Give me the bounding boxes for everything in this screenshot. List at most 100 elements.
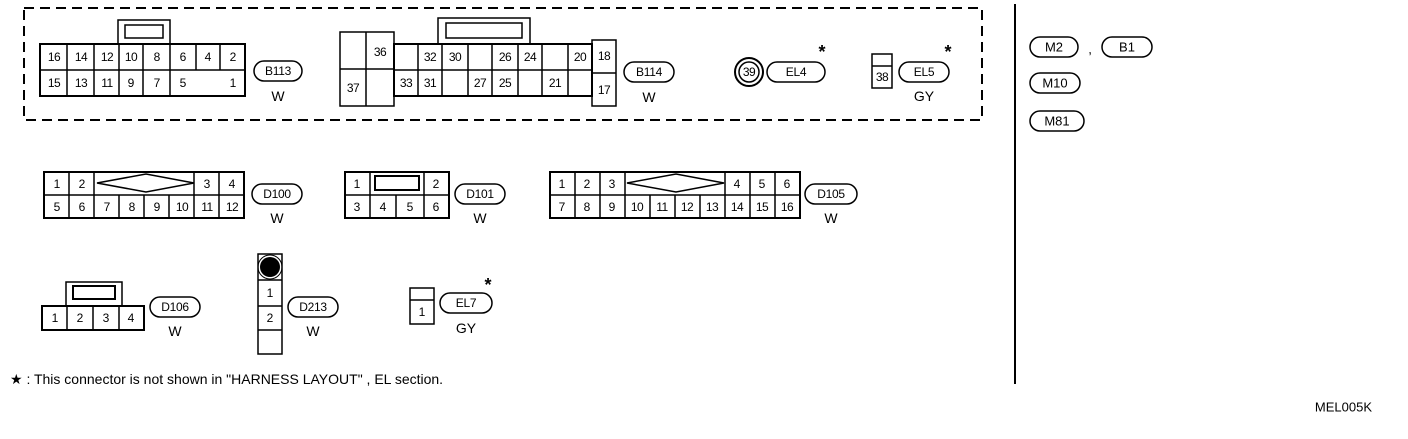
d213-pin: 2 xyxy=(267,311,274,325)
d105-pin: 13 xyxy=(706,200,719,214)
d100-pin: 11 xyxy=(201,200,213,214)
b113-pin: 7 xyxy=(154,76,161,90)
d101-pin: 3 xyxy=(354,200,361,214)
b114-pin: 36 xyxy=(374,45,387,59)
d105-pin: 2 xyxy=(584,177,591,191)
b113-color: W xyxy=(271,88,285,104)
b113-id: B113 xyxy=(265,64,292,78)
d100-pin: 9 xyxy=(154,200,161,214)
b113-pin: 4 xyxy=(205,50,212,64)
connector-el4 xyxy=(734,57,826,87)
d213-pin: 1 xyxy=(267,286,274,300)
d105-pin: 3 xyxy=(609,177,616,191)
d106-pin: 4 xyxy=(128,311,135,325)
b113-pin: 16 xyxy=(48,50,61,64)
ref-label: M10 xyxy=(1042,76,1067,91)
b114-pin: 18 xyxy=(598,49,611,63)
connector-d105 xyxy=(549,171,858,219)
d106-color: W xyxy=(168,323,182,339)
d106-id: D106 xyxy=(161,300,189,314)
b114-pin: 31 xyxy=(424,76,437,90)
b114-color: W xyxy=(642,89,656,105)
b113-pin: 6 xyxy=(180,50,187,64)
d105-pin: 8 xyxy=(584,200,591,214)
footnote: ★ : This connector is not shown in "HARN… xyxy=(10,371,443,387)
b113-pin: 13 xyxy=(75,76,88,90)
b114-id: B114 xyxy=(636,65,663,79)
d101-pin: 6 xyxy=(433,200,440,214)
b113-pin: 12 xyxy=(101,50,114,64)
b114-pin: 27 xyxy=(474,76,487,90)
d105-pin: 6 xyxy=(784,177,791,191)
el5-pin: 38 xyxy=(876,70,889,84)
ref-separator: , xyxy=(1088,42,1092,57)
el5-id: EL5 xyxy=(914,65,935,79)
d101-pin: 1 xyxy=(354,177,361,191)
el4-id: EL4 xyxy=(786,65,807,79)
d105-pin: 16 xyxy=(781,200,794,214)
ref-label: M81 xyxy=(1044,114,1069,129)
d105-pin: 15 xyxy=(756,200,769,214)
d101-pin: 5 xyxy=(407,200,414,214)
el7-id: EL7 xyxy=(456,296,477,310)
b114-pin: 30 xyxy=(449,50,462,64)
figure-code: MEL005K xyxy=(1315,400,1372,415)
b113-pin: 5 xyxy=(180,76,187,90)
b113-pin: 10 xyxy=(125,50,138,64)
d101-id: D101 xyxy=(466,187,494,201)
el4-pin: 39 xyxy=(743,65,756,79)
d105-pin: 12 xyxy=(681,200,694,214)
d105-pin: 5 xyxy=(759,177,766,191)
d100-pin: 6 xyxy=(79,200,86,214)
d101-color: W xyxy=(473,210,487,226)
b113-pin: 2 xyxy=(230,50,237,64)
b114-pin: 37 xyxy=(347,81,360,95)
el7-star: * xyxy=(484,275,491,295)
d100-pin: 3 xyxy=(204,177,211,191)
d105-pin: 11 xyxy=(656,200,668,214)
el7-pin: 1 xyxy=(419,305,426,319)
b113-pin: 9 xyxy=(128,76,135,90)
d100-pin: 1 xyxy=(54,177,61,191)
d106-pin: 3 xyxy=(103,311,110,325)
b114-pin: 20 xyxy=(574,50,587,64)
b114-pin: 24 xyxy=(524,50,537,64)
connector-el5 xyxy=(871,53,950,89)
el5-color: GY xyxy=(914,88,935,104)
d100-id: D100 xyxy=(263,187,291,201)
d105-pin: 10 xyxy=(631,200,644,214)
d105-pin: 9 xyxy=(609,200,616,214)
b114-pin: 21 xyxy=(549,76,562,90)
b113-pin: 14 xyxy=(75,50,88,64)
b114-pin: 32 xyxy=(424,50,437,64)
d100-pin: 4 xyxy=(229,177,236,191)
connector-d213 xyxy=(257,253,339,355)
reference-list xyxy=(1029,36,1153,132)
d100-pin: 5 xyxy=(54,200,61,214)
d106-pin: 1 xyxy=(52,311,59,325)
connector-d101 xyxy=(344,171,506,219)
d100-pin: 12 xyxy=(226,200,239,214)
el7-color: GY xyxy=(456,320,477,336)
d100-color: W xyxy=(270,210,284,226)
b114-pin: 25 xyxy=(499,76,512,90)
b113-pin: 1 xyxy=(230,76,237,90)
ref-label: B1 xyxy=(1119,40,1135,55)
d100-pin: 7 xyxy=(104,200,111,214)
connector-b114 xyxy=(339,17,675,107)
d105-id: D105 xyxy=(817,187,845,201)
el5-star: * xyxy=(944,42,951,62)
d105-pin: 7 xyxy=(559,200,566,214)
d100-pin: 10 xyxy=(176,200,189,214)
dashed-group-frame xyxy=(23,7,983,121)
d106-pin: 2 xyxy=(77,311,84,325)
d105-pin: 1 xyxy=(559,177,566,191)
connector-b113 xyxy=(39,19,303,97)
ref-label: M2 xyxy=(1045,40,1063,55)
d105-color: W xyxy=(824,210,838,226)
b113-pin: 11 xyxy=(101,76,113,90)
d101-pin: 2 xyxy=(433,177,440,191)
d100-pin: 2 xyxy=(79,177,86,191)
b114-pin: 33 xyxy=(400,76,413,90)
